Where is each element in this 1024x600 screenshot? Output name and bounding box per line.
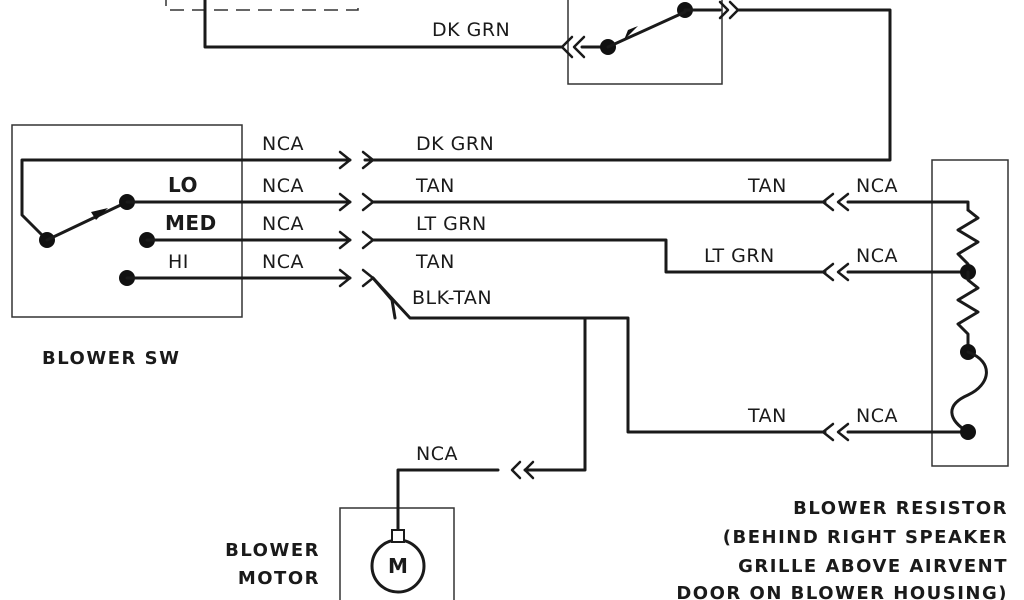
blower-motor-caption-1: BLOWER — [225, 540, 320, 561]
connector-motor-a — [523, 460, 535, 480]
blower-switch-caption: BLOWER SW — [42, 348, 180, 369]
relay-switch-arm — [606, 10, 687, 49]
label-blk-tan: BLK-TAN — [412, 287, 492, 309]
label-nca-med-res: NCA — [856, 245, 898, 267]
blower-resistor-caption-3: GRILLE ABOVE AIRVENT — [738, 556, 1008, 577]
upper-left-component-dashed-box — [165, 0, 359, 11]
label-nca-1: NCA — [262, 133, 304, 155]
connector-motor-b — [510, 460, 522, 480]
label-tan-hi-res: TAN — [747, 405, 787, 427]
blower-motor-caption-2: MOTOR — [238, 568, 320, 589]
blk-tan-to-motor-wire — [523, 316, 587, 472]
label-tan-lo-res: TAN — [747, 175, 787, 197]
dk-grn-feed-wire — [363, 8, 892, 162]
label-nca-hi-res: NCA — [856, 405, 898, 427]
lo-wire-resistor-side — [846, 200, 970, 212]
upper-relay-box — [567, 0, 723, 85]
label-dk-grn-1: DK GRN — [416, 133, 494, 155]
connector-med-a — [338, 230, 352, 250]
motor-terminal — [391, 529, 405, 543]
resistor-coil-upper — [956, 208, 980, 274]
connector-dk-grn-b — [361, 150, 375, 170]
connector-top-relay-b — [572, 35, 586, 59]
motor-symbol-label: M — [388, 554, 408, 578]
connector-med-res-b — [836, 262, 850, 282]
label-nca-lo-res: NCA — [856, 175, 898, 197]
resistor-thermal-limiter — [950, 350, 988, 434]
connector-lo-res-b — [836, 192, 850, 212]
label-tan-lo: TAN — [415, 175, 455, 197]
connector-lo-res-a — [821, 192, 835, 212]
connector-med-res-a — [821, 262, 835, 282]
motor-lead-wire — [396, 468, 500, 537]
label-nca-hi: NCA — [262, 251, 304, 273]
blower-resistor-caption-2: (BEHIND RIGHT SPEAKER — [723, 527, 1008, 548]
label-tan-hi: TAN — [415, 251, 455, 273]
connector-hi-res-a — [821, 422, 835, 442]
label-lt-grn-med: LT GRN — [416, 213, 487, 235]
blk-tan-branch — [371, 276, 397, 320]
switch-common-wire — [20, 158, 352, 242]
connector-relay-out-a — [718, 0, 730, 20]
switch-wiper-arm — [45, 200, 129, 242]
resistor-coil-lower — [956, 270, 980, 354]
blower-resistor-caption-4: DOOR ON BLOWER HOUSING) — [676, 583, 1008, 600]
label-switch-hi: HI — [168, 251, 189, 273]
connector-hi-a — [338, 268, 352, 288]
label-nca-med: NCA — [262, 213, 304, 235]
label-lt-grn-res: LT GRN — [704, 245, 775, 267]
label-nca-motor: NCA — [416, 443, 458, 465]
label-switch-med: MED — [165, 211, 217, 235]
blower-switch-box — [11, 124, 243, 318]
relay-switch-arrow — [624, 26, 638, 40]
dk-grn-top-wire — [203, 0, 564, 49]
connector-hi-res-b — [836, 422, 850, 442]
blower-resistor-box — [931, 159, 1009, 467]
label-dk-grn-top: DK GRN — [432, 19, 510, 41]
connector-top-relay-a — [560, 35, 574, 59]
tan-hi-wire — [371, 276, 827, 434]
lt-grn-med-wire — [371, 238, 827, 274]
connector-lo-a — [338, 192, 352, 212]
resistor-tap-hi — [960, 424, 976, 440]
label-nca-lo: NCA — [262, 175, 304, 197]
switch-wiper-arrow — [91, 208, 108, 220]
label-switch-lo: LO — [168, 173, 198, 197]
blower-resistor-caption-1: BLOWER RESISTOR — [793, 498, 1008, 519]
